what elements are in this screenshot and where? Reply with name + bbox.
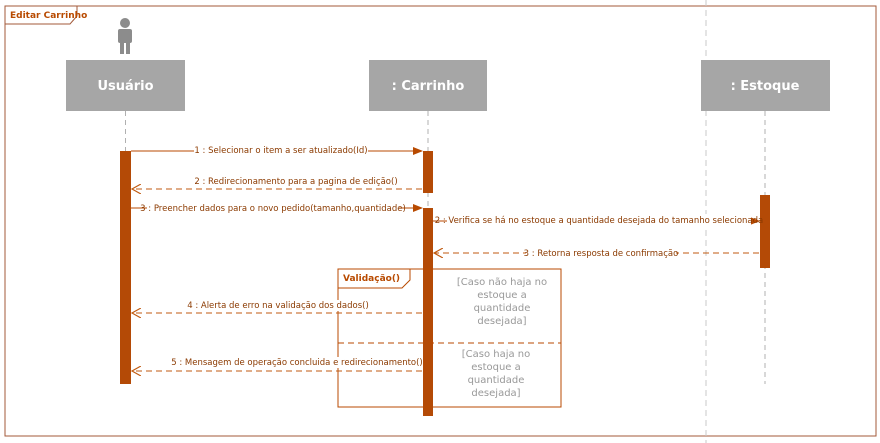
lifeline-carrinho[interactable]: : Carrinho: [369, 60, 487, 111]
diagram-frame: [4, 5, 877, 437]
guard-1-line-4: desejada]: [477, 316, 526, 327]
guard-1-line-3: quantidade: [474, 303, 531, 314]
message-1-label: 1 : Selecionar o item a ser atualizado(I…: [194, 146, 367, 156]
lifeline-usuario[interactable]: Usuário: [66, 60, 185, 111]
activation-carrinho-2: [423, 208, 433, 416]
fragment-title-tab: [338, 268, 411, 289]
actor-icon: [118, 18, 132, 54]
frame-title-tab: [5, 5, 78, 25]
guard-1-line-1: [Caso não haja no: [457, 277, 547, 288]
guard-1-line-2: estoque a: [477, 290, 527, 301]
message-7-label: 5 : Mensagem de operação concluida e red…: [171, 358, 423, 368]
lifeline-estoque[interactable]: : Estoque: [701, 60, 830, 111]
message-5-label: 3 : Retorna resposta de confirmação: [524, 249, 679, 259]
lifeline-usuario-label: Usuário: [97, 79, 153, 94]
message-4-label: 2 : Verifica se há no estoque a quantida…: [435, 216, 763, 226]
activation-carrinho-1: [423, 151, 433, 193]
fragment-validacao: [337, 268, 562, 408]
frame-title: Editar Carrinho: [10, 11, 87, 21]
message-3-label: 3 : Preencher dados para o novo pedido(t…: [140, 204, 406, 214]
message-6-label: 4 : Alerta de erro na validação dos dado…: [187, 301, 369, 311]
activation-estoque: [760, 195, 770, 268]
guard-2-line-3: quantidade: [468, 375, 525, 386]
message-2-label: 2 : Redirecionamento para a pagina de ed…: [194, 177, 397, 187]
lifeline-carrinho-label: : Carrinho: [392, 79, 465, 94]
guard-2-line-2: estoque a: [471, 362, 521, 373]
guard-2-line-1: [Caso haja no: [462, 349, 531, 360]
lifeline-estoque-label: : Estoque: [731, 79, 800, 94]
activation-usuario: [120, 151, 131, 384]
fragment-title: Validação(): [343, 274, 400, 284]
guard-2-line-4: desejada]: [471, 388, 520, 399]
